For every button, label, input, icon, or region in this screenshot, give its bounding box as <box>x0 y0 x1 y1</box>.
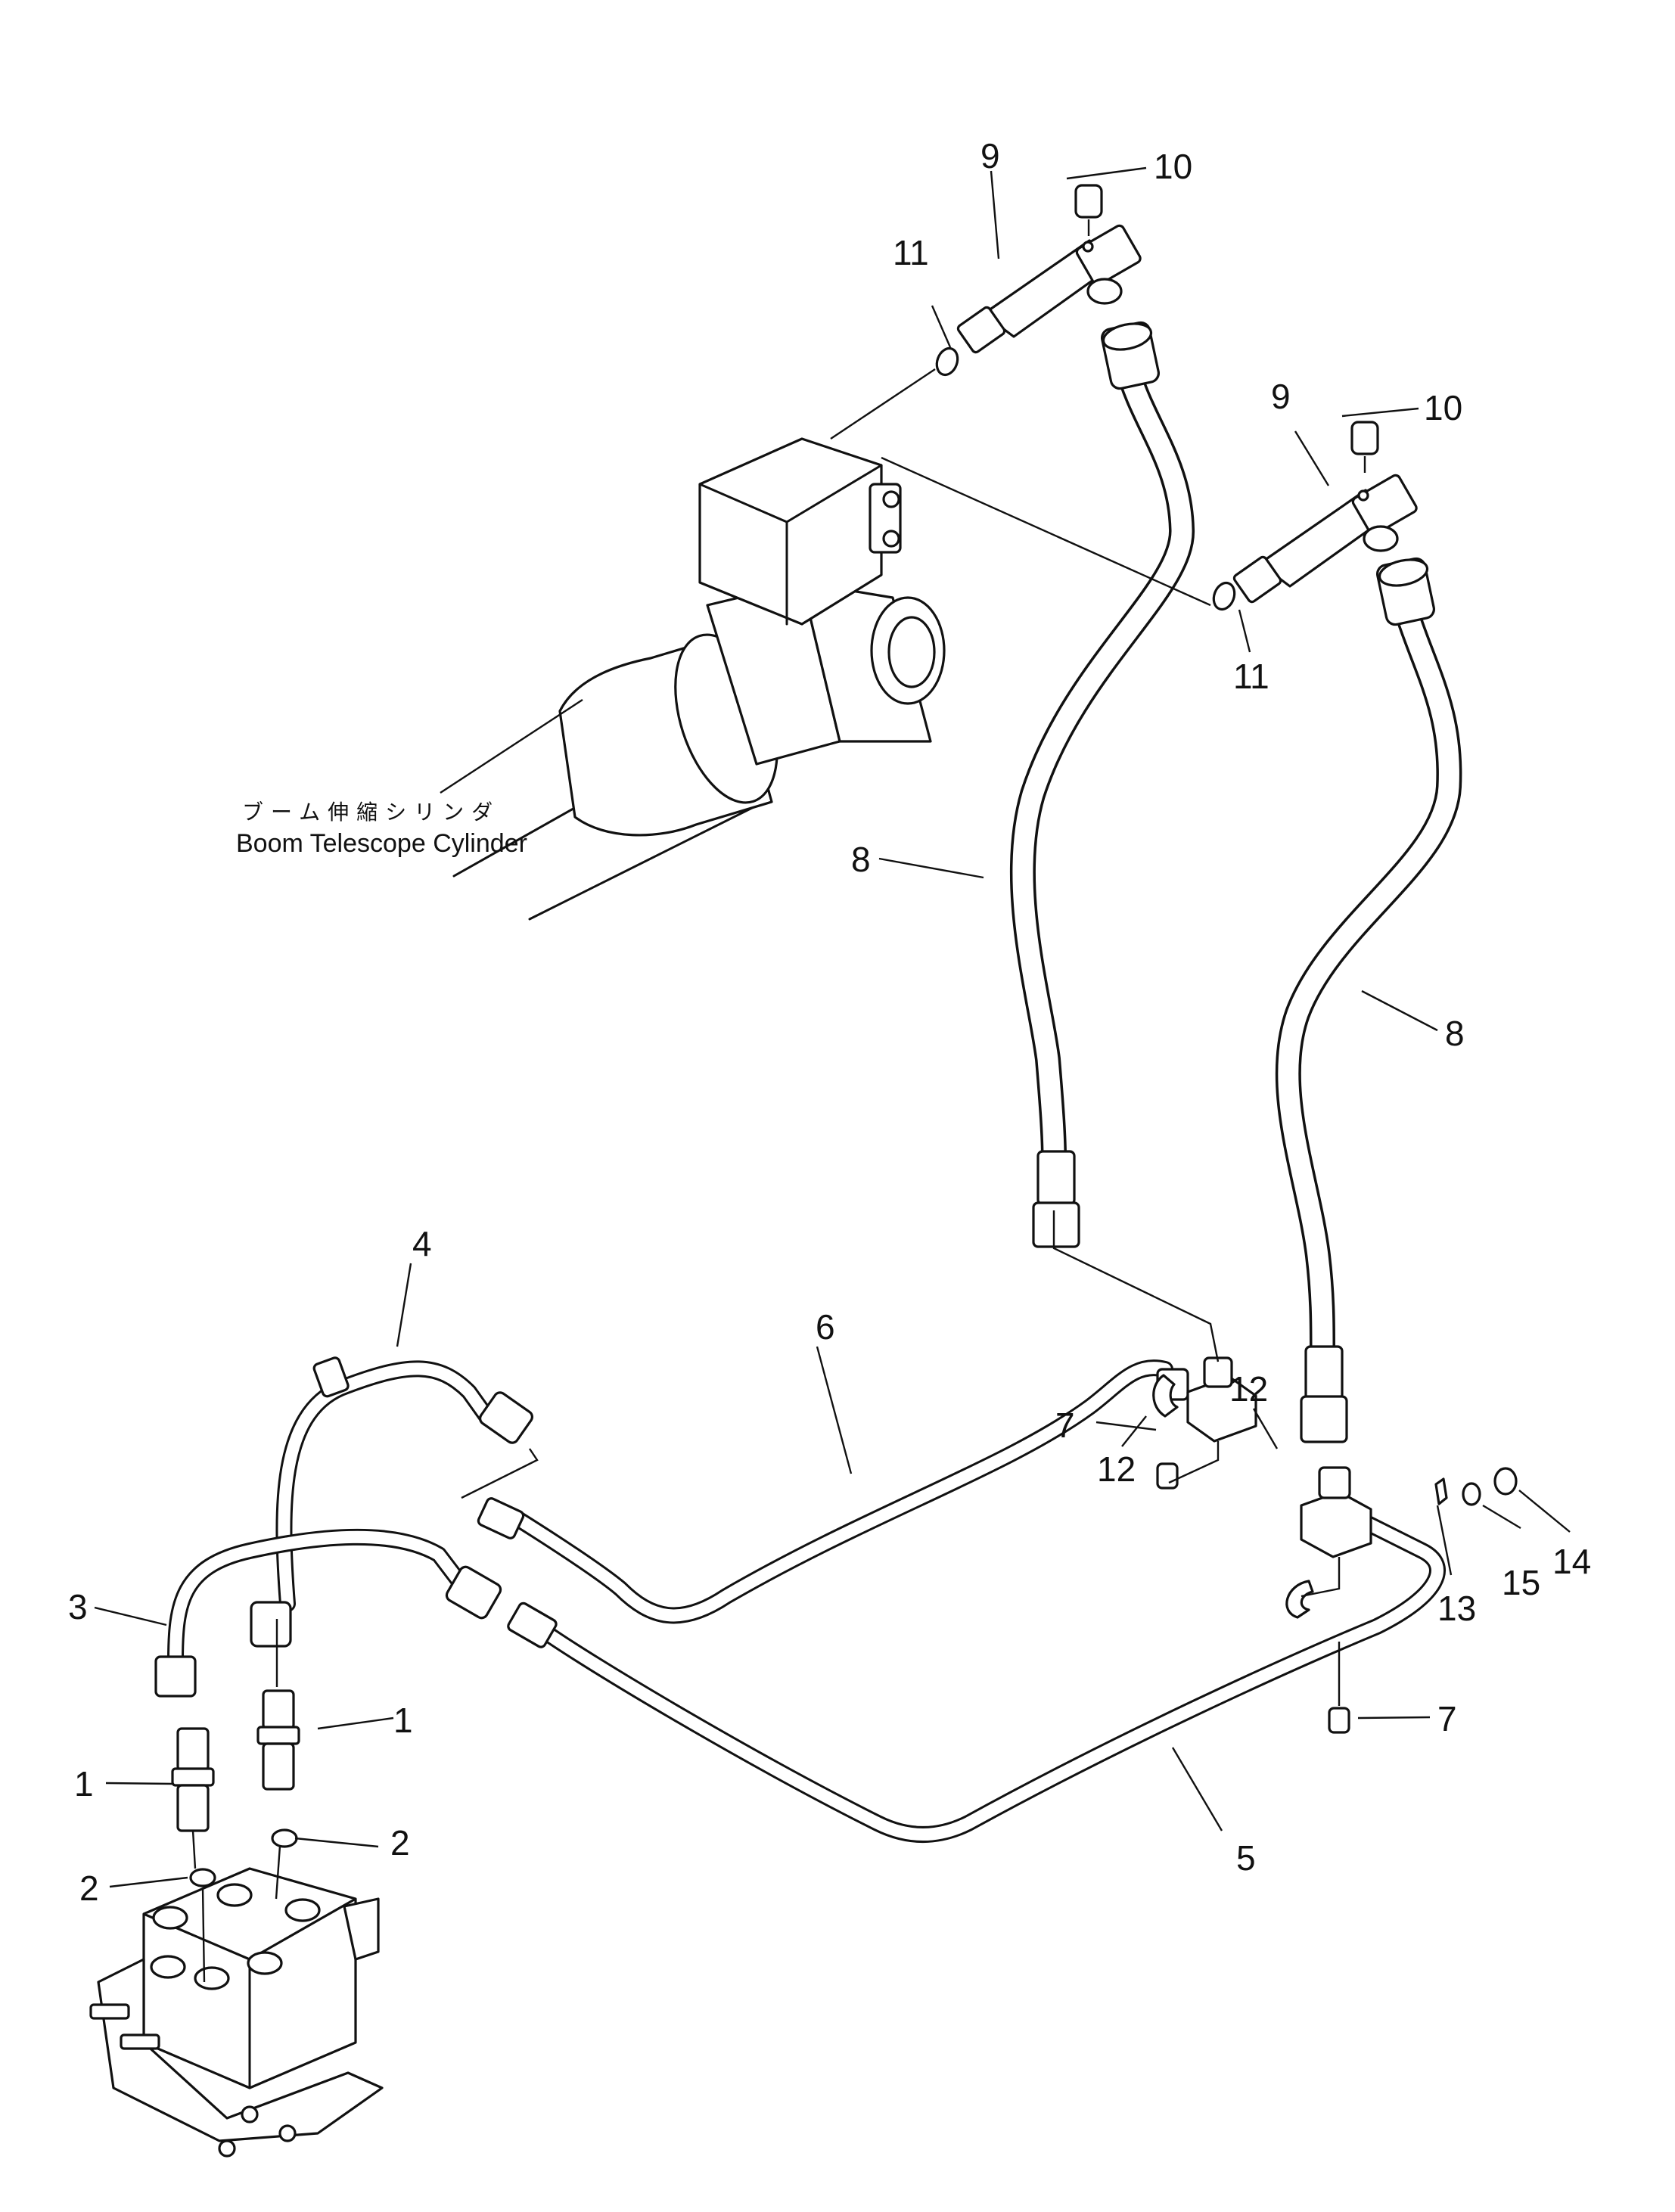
o-ring-11-lower <box>1212 581 1236 611</box>
grease-nipple-7-upper <box>1156 1462 1179 1490</box>
callout-12-lower: 12 <box>1229 1369 1268 1409</box>
callout-8-left: 8 <box>851 840 871 879</box>
grease-nipple-10-upper <box>1074 184 1103 236</box>
callout-4: 4 <box>412 1224 432 1263</box>
callout-1-left: 1 <box>74 1764 94 1803</box>
elbow-9-upper <box>956 224 1142 354</box>
callout-14: 14 <box>1552 1542 1591 1581</box>
callout-5: 5 <box>1236 1838 1256 1878</box>
callout-2-left: 2 <box>79 1869 99 1908</box>
callout-2-right: 2 <box>390 1823 410 1862</box>
callout-11-lower: 11 <box>1233 657 1269 696</box>
callout-11-upper: 11 <box>893 233 929 272</box>
hose-8-left <box>1009 321 1195 1248</box>
clamp-12-lower <box>1285 1580 1314 1619</box>
callout-10-upper: 10 <box>1154 147 1192 186</box>
callout-6: 6 <box>816 1307 835 1347</box>
o-ring-11-upper <box>935 346 959 377</box>
clamp-12-upper <box>1152 1374 1179 1418</box>
callout-7-upper: 7 <box>1055 1406 1075 1445</box>
tee-block-lower <box>1300 1466 1372 1558</box>
grease-nipple-7-lower <box>1328 1707 1350 1734</box>
tee-block-upper <box>1186 1356 1257 1443</box>
connector-1-left <box>171 1727 215 1832</box>
o-ring-2-left <box>189 1868 216 1887</box>
cylinder-caption-english: Boom Telescope Cylinder <box>236 829 527 858</box>
callout-13: 13 <box>1437 1589 1476 1628</box>
pipe-4 <box>250 1356 533 1648</box>
callout-10-lower: 10 <box>1424 388 1462 427</box>
callout-8-right: 8 <box>1445 1014 1465 1053</box>
connector-1-right <box>256 1689 300 1791</box>
callout-15: 15 <box>1502 1563 1540 1602</box>
callout-3: 3 <box>68 1587 88 1626</box>
callout-9-lower: 9 <box>1271 377 1291 416</box>
clip-13 <box>1434 1477 1448 1505</box>
washer-15 <box>1462 1482 1481 1506</box>
callout-7-lower: 7 <box>1437 1699 1457 1738</box>
cylinder-caption-japanese: ブーム伸縮シリンダ <box>242 800 500 825</box>
boom-telescope-cylinder <box>452 437 946 921</box>
grease-nipple-10-lower <box>1350 421 1379 473</box>
pipe-5 <box>507 1512 1446 1843</box>
callout-1-right: 1 <box>393 1701 413 1740</box>
hose-8-right <box>1275 557 1462 1443</box>
nut-14 <box>1493 1467 1518 1496</box>
pipe-3 <box>154 1528 502 1698</box>
o-ring-2-right <box>271 1828 298 1848</box>
elbow-9-lower <box>1232 474 1418 604</box>
control-valve <box>89 1867 384 2158</box>
callout-9-upper: 9 <box>980 136 1000 176</box>
callout-12-upper: 12 <box>1097 1449 1136 1489</box>
